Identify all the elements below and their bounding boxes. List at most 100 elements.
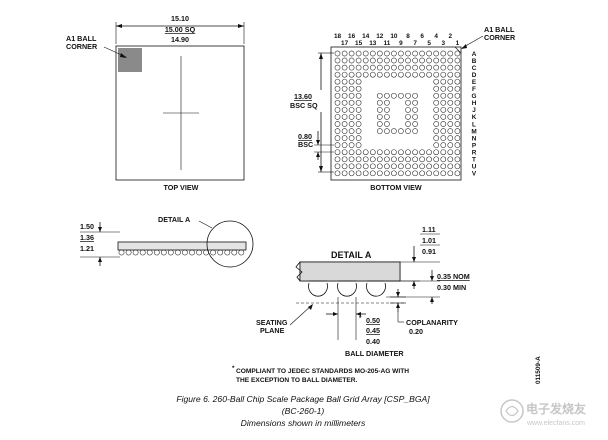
solder-ball xyxy=(334,170,341,177)
solder-ball xyxy=(398,92,404,99)
solder-ball xyxy=(341,170,348,177)
solder-ball xyxy=(334,128,341,134)
solder-ball xyxy=(334,57,341,64)
row-letter: E xyxy=(472,79,477,86)
solder-ball xyxy=(355,64,362,71)
bottom-a1-corner-label-2: CORNER xyxy=(484,33,516,42)
solder-ball xyxy=(440,71,447,78)
row-letter: C xyxy=(472,65,477,72)
detail-a-title: DETAIL A xyxy=(331,250,372,260)
bottom-view-title: BOTTOM VIEW xyxy=(370,183,422,192)
solder-ball xyxy=(391,149,397,156)
detail-a-callout-label: DETAIL A xyxy=(158,215,190,224)
solder-ball xyxy=(419,64,425,71)
solder-ball xyxy=(433,142,440,148)
column-number: 15 xyxy=(355,40,363,47)
solder-ball xyxy=(412,107,418,113)
solder-ball xyxy=(419,163,425,170)
solder-ball xyxy=(419,71,425,78)
solder-ball xyxy=(384,128,390,134)
side-solder-ball xyxy=(153,249,160,256)
solder-ball xyxy=(348,85,355,92)
solder-ball xyxy=(419,170,425,177)
solder-ball xyxy=(412,121,418,127)
side-solder-ball xyxy=(210,249,216,256)
solder-ball xyxy=(384,71,390,78)
pitch-dim-unit: BSC xyxy=(298,140,313,149)
top-dim-nom: 15.00 SQ xyxy=(165,25,196,34)
solder-ball xyxy=(341,57,348,64)
caption-line-3: Dimensions shown in millimeters xyxy=(241,418,366,428)
side-solder-ball xyxy=(231,249,238,256)
column-number: 13 xyxy=(369,40,377,47)
coplanarity-value: 0.20 xyxy=(409,327,423,336)
row-letter: R xyxy=(472,150,477,157)
solder-ball xyxy=(405,114,411,120)
ball-diameter-nom: 0.45 xyxy=(366,326,380,335)
solder-ball xyxy=(447,57,454,64)
column-number: 7 xyxy=(413,40,417,47)
top-view-body xyxy=(115,45,245,181)
solder-ball xyxy=(426,170,432,177)
solder-ball xyxy=(440,57,447,64)
row-letter: A xyxy=(472,51,477,58)
row-letter: D xyxy=(472,72,477,79)
solder-ball xyxy=(334,114,341,120)
solder-ball xyxy=(355,78,362,85)
top-dim-min: 14.90 xyxy=(171,35,189,44)
seating-plane-label-1: SEATING xyxy=(256,318,288,327)
column-number: 6 xyxy=(420,33,424,40)
solder-ball xyxy=(412,149,418,156)
solder-ball xyxy=(405,149,411,156)
solder-ball xyxy=(447,64,454,71)
row-letter: H xyxy=(472,100,477,107)
solder-ball xyxy=(454,128,461,134)
solder-ball xyxy=(334,149,341,156)
solder-ball xyxy=(384,99,390,106)
row-letter: G xyxy=(472,93,477,100)
side-solder-ball xyxy=(167,249,174,256)
row-letter: P xyxy=(472,142,477,149)
solder-ball xyxy=(447,142,454,148)
solder-ball xyxy=(433,71,440,78)
solder-ball xyxy=(433,156,440,163)
caption-line-1: Figure 6. 260-Ball Chip Scale Package Ba… xyxy=(176,394,430,404)
solder-ball xyxy=(405,99,411,106)
pitch-dim-value: 0.80 xyxy=(298,132,312,141)
top-view-title: TOP VIEW xyxy=(164,183,199,192)
solder-ball xyxy=(433,99,440,106)
solder-ball xyxy=(447,156,454,163)
watermark-cn: 电子发烧友 xyxy=(526,401,586,416)
note-line-1: COMPLIANT TO JEDEC STANDARDS MO-205-AG W… xyxy=(236,368,409,375)
solder-ball xyxy=(454,114,461,120)
solder-ball xyxy=(334,92,341,99)
solder-ball xyxy=(412,170,418,177)
solder-ball xyxy=(384,92,390,99)
solder-ball xyxy=(440,135,447,141)
side-solder-ball xyxy=(189,249,195,256)
solder-ball xyxy=(362,57,369,64)
solder-ball xyxy=(334,78,341,85)
ball-diameter-min: 0.40 xyxy=(366,337,380,346)
side-view: 1.50 1.36 1.21 DETAIL A xyxy=(80,215,254,268)
solder-ball xyxy=(384,64,390,71)
solder-ball xyxy=(405,107,411,113)
solder-ball xyxy=(384,170,390,177)
detail-a: DETAIL A 1.11 1.01 0.91 0.35 NOM 0.30 MI… xyxy=(256,225,470,358)
solder-ball xyxy=(334,156,341,163)
solder-ball xyxy=(341,50,348,57)
solder-ball xyxy=(355,156,362,163)
solder-ball xyxy=(405,156,411,163)
solder-ball xyxy=(405,64,411,71)
solder-ball xyxy=(334,85,341,92)
solder-ball xyxy=(376,64,383,71)
solder-ball xyxy=(447,114,454,120)
solder-ball xyxy=(447,50,454,57)
solder-ball xyxy=(454,78,461,85)
solder-ball xyxy=(355,163,362,170)
solder-ball xyxy=(426,156,432,163)
body-thickness-nom: 1.01 xyxy=(422,236,436,245)
solder-ball xyxy=(348,163,355,170)
row-letter: V xyxy=(472,171,477,178)
seating-plane-label-2: PLANE xyxy=(260,326,285,335)
